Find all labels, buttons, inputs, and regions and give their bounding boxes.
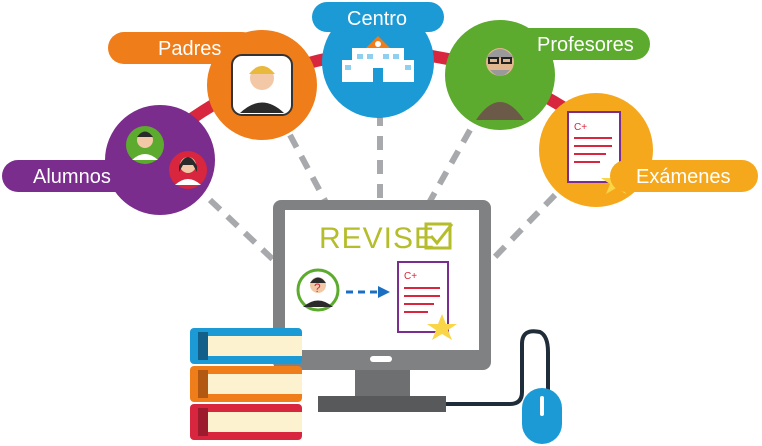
centro-label: Centro <box>347 8 407 30</box>
student-boy-icon <box>126 126 164 164</box>
parent-avatar-icon <box>231 54 293 116</box>
exam-doc-tag: C+ <box>574 122 587 133</box>
alumnos-node: Alumnos <box>2 105 215 215</box>
examenes-node: C+ Exámenes <box>539 93 758 207</box>
mouse-cable <box>446 329 550 406</box>
checkbox-icon <box>424 222 454 250</box>
arrow-head-icon <box>378 286 390 298</box>
examenes-label: Exámenes <box>636 166 731 188</box>
alumnos-pill <box>2 160 132 192</box>
profesores-label: Profesores <box>537 34 634 56</box>
padres-node: Padres <box>108 30 317 140</box>
svg-text:?: ? <box>314 281 321 295</box>
monitor: REVISE ? C+ <box>273 200 491 412</box>
student-girl-icon <box>169 151 207 189</box>
monitor-button <box>370 356 392 362</box>
screen-star-icon <box>427 314 457 340</box>
examenes-pill <box>610 160 758 192</box>
books-stack <box>190 328 302 440</box>
mouse-icon <box>522 388 562 444</box>
monitor-neck <box>355 370 410 398</box>
centro-node: Centro <box>312 2 444 118</box>
brand-logo: REVISE <box>319 222 435 255</box>
school-building-icon <box>342 36 414 82</box>
profesores-node: Profesores <box>445 20 650 130</box>
monitor-base <box>318 396 446 412</box>
padres-label: Padres <box>158 38 221 60</box>
alumnos-label: Alumnos <box>33 166 111 188</box>
dashed-connectors <box>207 112 558 271</box>
student-question-icon: ? <box>296 268 340 312</box>
screen-doc-tag: C+ <box>404 271 417 282</box>
teacher-avatar-icon <box>476 48 524 120</box>
